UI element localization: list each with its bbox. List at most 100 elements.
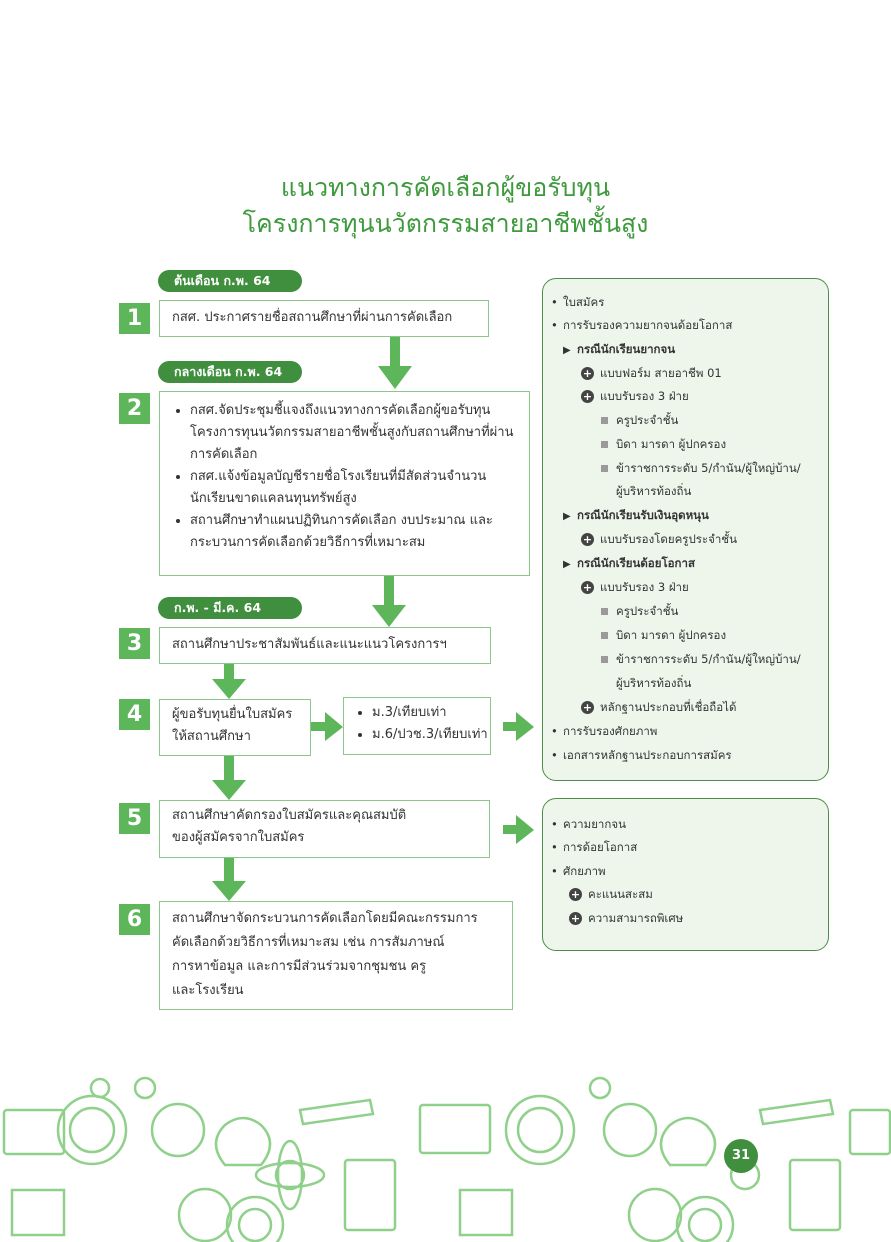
doc-3-party-2-label: แบบรับรอง 3 ฝ่าย <box>600 580 689 594</box>
doc-teacher-1-label: ครูประจำชั้น <box>616 413 679 427</box>
arrow-right-panel-1 <box>503 722 517 731</box>
doc-evidence-label: หลักฐานประกอบที่เชื่อถือได้ <box>600 700 737 714</box>
doc-official-2-label: ข้าราชการระดับ 5/กำนัน/ผู้ใหญ่บ้าน/ <box>616 652 801 666</box>
step-2-item-1: กสศ.จัดประชุมชี้แจงถึงแนวทางการคัดเลือกผ… <box>190 400 519 466</box>
doc-teacher-form: +แบบรับรองโดยครูประจำชั้น <box>581 530 737 548</box>
arrow-down-2 <box>384 576 394 606</box>
criteria-score: + คะแนนสะสม <box>569 885 653 903</box>
briefcase-icon <box>418 1103 492 1155</box>
square-bullet-icon <box>601 441 608 448</box>
step-number-3: 3 <box>119 628 150 659</box>
bar-chart-icon <box>10 1188 66 1237</box>
criteria-disadvantaged-label: การด้อยโอกาส <box>563 840 638 854</box>
doc-item-1: ใบสมัคร <box>551 293 604 311</box>
step-6-line-1: สถานศึกษาจัดกระบวนการคัดเลือกโดยมีคณะกรร… <box>172 911 478 926</box>
footer-icon-pattern <box>2 1076 891 1242</box>
person-target-icon <box>56 1094 128 1166</box>
doc-parent-2: บิดา มารดา ผู้ปกครอง <box>601 626 726 644</box>
doc-item-2-label: การรับรองความยากจนด้อยโอกาส <box>563 318 733 332</box>
cloud-sync-icon <box>150 1102 206 1158</box>
doc-official-1: ข้าราชการระดับ 5/กำนัน/ผู้ใหญ่บ้าน/ <box>601 459 801 477</box>
step-4-level-1: ม.3/เทียบเท่า <box>372 702 490 724</box>
step-6-line-2: คัดเลือกด้วยวิธีการที่เหมาะสม เช่น การสั… <box>172 935 445 950</box>
criteria-poverty: ความยากจน <box>551 815 626 833</box>
gear-icon <box>133 1076 157 1100</box>
arrow-right-panel-1-head <box>516 712 534 741</box>
plus-circle-icon: + <box>569 912 582 925</box>
arrow-right-panel-2-head <box>516 815 534 844</box>
square-bullet-icon <box>601 632 608 639</box>
doc-item-evidence-docs-label: เอกสารหลักฐานประกอบการสมัคร <box>563 748 732 762</box>
plus-circle-icon: + <box>581 367 594 380</box>
doc-form-01: + แบบฟอร์ม สายอาชีพ 01 <box>581 364 722 382</box>
arrow-down-5 <box>224 858 234 882</box>
step-6-line-3: การหาข้อมูล และการมีส่วนร่วมจากชุมชน ครู <box>172 959 427 974</box>
criteria-talent-label: ความสามารถพิเศษ <box>588 911 684 925</box>
square-bullet-icon <box>601 465 608 472</box>
page-title-line-1: แนวทางการคัดเลือกผู้ขอรับทุน <box>280 173 611 202</box>
doc-item-1-label: ใบสมัคร <box>563 295 605 309</box>
square-bullet-icon <box>601 656 608 663</box>
doc-case-subsidy-label: กรณีนักเรียนรับเงินอุดหนุน <box>577 508 709 522</box>
arrow-down-3-head <box>212 679 246 699</box>
step-1-text: กสศ. ประกาศรายชื่อสถานศึกษาที่ผ่านการคัด… <box>172 310 453 325</box>
period-badge-2: กลางเดือน ก.พ. 64 <box>158 361 302 383</box>
document-icon <box>343 1158 397 1232</box>
step-6-line-4: และโรงเรียน <box>172 983 244 998</box>
doc-parent-2-label: บิดา มารดา ผู้ปกครอง <box>616 628 727 642</box>
step-3-text: สถานศึกษาประชาสัมพันธ์และแนะแนวโครงการฯ <box>172 637 447 652</box>
criteria-score-label: คะแนนสะสม <box>588 887 653 901</box>
doc-official-1-label: ข้าราชการระดับ 5/กำนัน/ผู้ใหญ่บ้าน/ <box>616 461 801 475</box>
step-5-box: สถานศึกษาคัดกรองใบสมัครและคุณสมบัติ ของผ… <box>159 800 490 858</box>
criteria-panel: ความยากจน การด้อยโอกาส ศักยภาพ + คะแนนสะส… <box>542 798 829 951</box>
documents-panel: ใบสมัคร การรับรองความยากจนด้อยโอกาส กรณี… <box>542 278 829 781</box>
doc-case-disadvantaged: กรณีนักเรียนด้อยโอกาส <box>563 554 695 574</box>
doc-3-party-2: + แบบรับรอง 3 ฝ่าย <box>581 578 689 596</box>
doc-teacher-form-label: แบบรับรองโดยครูประจำชั้น <box>600 532 737 546</box>
page-number: 31 <box>724 1139 758 1173</box>
criteria-potential: ศักยภาพ <box>551 862 606 880</box>
arrow-right-4-sub-head <box>325 712 343 741</box>
doc-case-poor-label: กรณีนักเรียนยากจน <box>577 342 676 356</box>
plus-circle-icon: + <box>581 581 594 594</box>
target-icon <box>225 1195 285 1242</box>
atom-icon <box>274 1159 306 1191</box>
cloud-sync-icon <box>602 1102 658 1158</box>
step-4-box: ผู้ขอรับทุนยื่นใบสมัคร ให้สถานศึกษา <box>159 699 311 756</box>
square-bullet-icon <box>601 608 608 615</box>
step-2-item-2: กสศ.แจ้งข้อมูลบัญชีรายชื่อโรงเรียนที่มีส… <box>190 466 519 510</box>
doc-item-potential: การรับรองศักยภาพ <box>551 722 657 740</box>
doc-teacher-1: ครูประจำชั้น <box>601 411 678 429</box>
arrow-down-2-head <box>372 605 406 627</box>
step-number-2: 2 <box>119 393 150 424</box>
step-2-item-3: สถานศึกษาทำแผนปฏิทินการคัดเลือก งบประมาณ… <box>190 510 519 554</box>
telescope-icon <box>758 1098 835 1126</box>
gear-icon <box>588 1076 612 1100</box>
doc-case-subsidy: กรณีนักเรียนรับเงินอุดหนุน <box>563 506 709 526</box>
briefcase-icon <box>848 1108 891 1156</box>
doc-form-01-label: แบบฟอร์ม สายอาชีพ 01 <box>600 366 722 380</box>
plus-circle-icon: + <box>569 888 582 901</box>
globe-icon <box>177 1187 233 1242</box>
arrow-down-1 <box>390 337 400 367</box>
step-4-level-2: ม.6/ปวช.3/เทียบเท่า <box>372 724 490 746</box>
step-3-box: สถานศึกษาประชาสัมพันธ์และแนะแนวโครงการฯ <box>159 627 491 664</box>
doc-3-party-1: +แบบรับรอง 3 ฝ่าย <box>581 387 689 405</box>
globe-icon <box>627 1187 683 1242</box>
doc-official-2-cont-label: ผู้บริหารท้องถิ่น <box>616 676 692 690</box>
step-4-line-2: ให้สถานศึกษา <box>172 729 251 744</box>
gear-icon <box>89 1077 111 1099</box>
step-number-4: 4 <box>119 699 150 730</box>
step-number-1: 1 <box>119 303 150 334</box>
doc-item-evidence-docs: เอกสารหลักฐานประกอบการสมัคร <box>551 746 732 764</box>
doc-official-1-cont: ผู้บริหารท้องถิ่น <box>616 482 691 500</box>
lightbulb-icon <box>659 1116 717 1167</box>
step-number-5: 5 <box>119 803 150 834</box>
arrow-right-4-sub <box>311 722 326 731</box>
arrow-down-4-head <box>212 780 246 800</box>
arrow-right-panel-2 <box>503 825 517 834</box>
square-bullet-icon <box>601 417 608 424</box>
page-title-line-2: โครงการทุนนวัตกรรมสายอาชีพชั้นสูง <box>242 209 649 238</box>
doc-teacher-2: ครูประจำชั้น <box>601 602 678 620</box>
doc-case-disadvantaged-label: กรณีนักเรียนด้อยโอกาส <box>577 556 695 570</box>
